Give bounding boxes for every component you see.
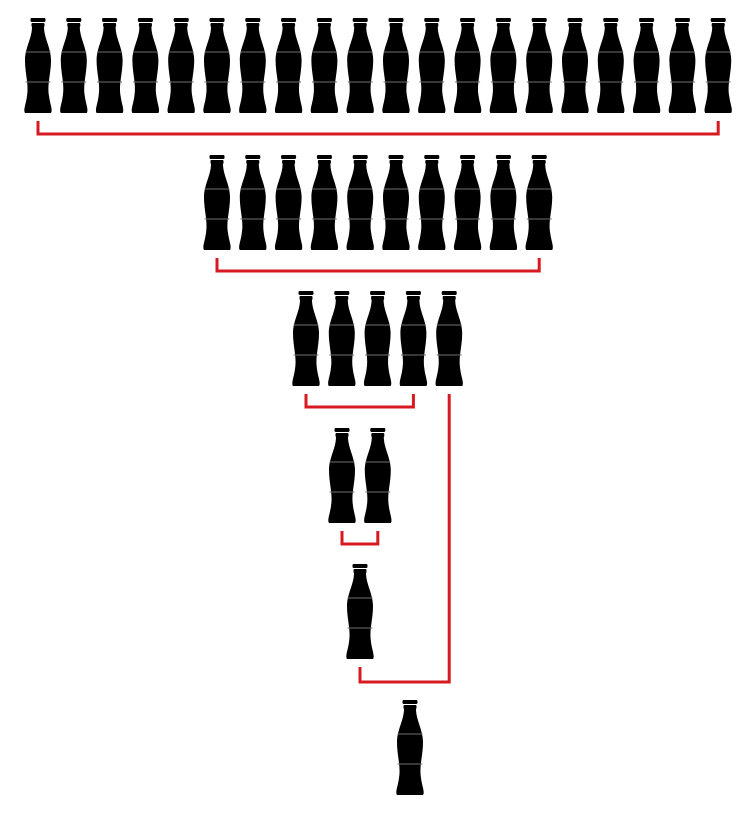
bottle-icon xyxy=(292,291,320,386)
bottle-icon xyxy=(364,428,392,523)
bottle-icon xyxy=(274,155,303,250)
bottle-icon xyxy=(131,18,160,113)
connector-bracket xyxy=(340,531,380,546)
connector-bracket xyxy=(215,258,541,273)
bottle-icon xyxy=(453,155,482,250)
bottle-icon xyxy=(525,18,553,113)
bottle-icon xyxy=(346,155,374,250)
bottle-icon xyxy=(310,155,339,250)
connectors-layer xyxy=(36,121,720,684)
bottle-icon xyxy=(382,18,410,113)
connector-bracket xyxy=(304,394,415,409)
bottle-icon xyxy=(597,18,625,113)
connector-bracket xyxy=(36,121,720,136)
bottle-icon xyxy=(632,18,661,113)
bottle-icon xyxy=(382,155,410,250)
bottle-icon xyxy=(399,291,428,386)
bottle-icon xyxy=(346,18,374,113)
bottle-icon xyxy=(239,155,267,250)
bottle-icon xyxy=(489,155,518,250)
bottle-icon xyxy=(435,291,463,386)
bottle-icon xyxy=(60,18,88,113)
bottle-icon xyxy=(489,18,518,113)
bottle-icon xyxy=(453,18,482,113)
bottle-icon xyxy=(396,700,424,795)
bottle-icon xyxy=(418,18,446,113)
bottle-icon xyxy=(363,291,392,386)
bottle-icon xyxy=(310,18,339,113)
bottle-icon xyxy=(346,564,374,659)
bottle-icon xyxy=(525,155,553,250)
bottle-icon xyxy=(704,18,732,113)
bottles-layer xyxy=(24,18,732,795)
bottle-icon xyxy=(668,18,697,113)
bottle-icon xyxy=(418,155,446,250)
bottle-icon xyxy=(328,428,356,523)
bottle-icon xyxy=(203,18,231,113)
bottle-icon xyxy=(167,18,195,113)
bottle-icon xyxy=(328,291,356,386)
bottle-icon xyxy=(203,155,231,250)
bottle-icon xyxy=(239,18,267,113)
bottle-icon xyxy=(274,18,303,113)
bottle-icon xyxy=(95,18,124,113)
bottle-icon xyxy=(561,18,589,113)
connector-bracket xyxy=(358,394,451,684)
bottle-icon xyxy=(24,18,52,113)
